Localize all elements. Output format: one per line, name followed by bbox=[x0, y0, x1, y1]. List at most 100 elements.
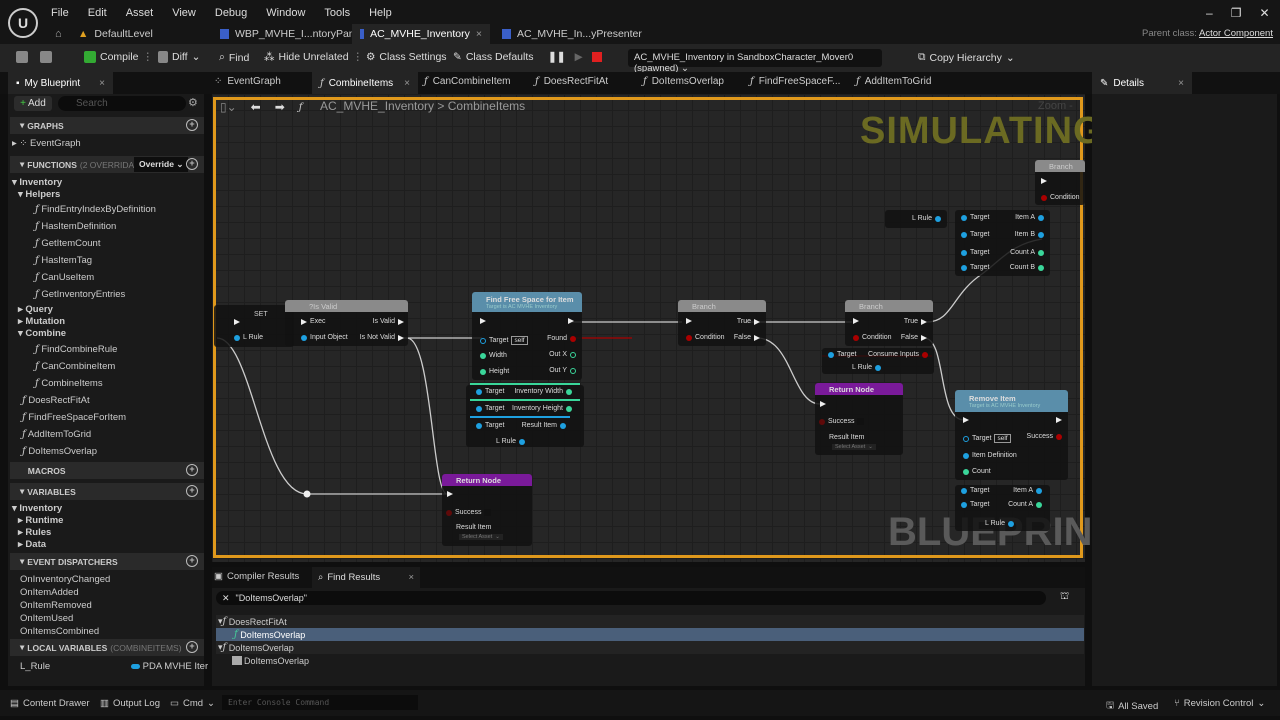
var-category-data[interactable]: ▸ Data bbox=[18, 539, 47, 550]
function-item[interactable]: ƒ GetItemCount bbox=[35, 238, 101, 249]
section-event-dispatchers[interactable]: ▾ EVENT DISPATCHERS+ bbox=[10, 553, 204, 570]
unreal-logo-icon[interactable]: U bbox=[8, 8, 38, 38]
doc-tab-presenter[interactable]: AC_MVHE_In...yPresenter bbox=[494, 24, 650, 44]
menu-view[interactable]: View bbox=[172, 7, 196, 19]
find-input[interactable]: ✕"DoItemsOverlap" bbox=[216, 591, 1046, 605]
section-macros[interactable]: MACROS+ bbox=[10, 462, 204, 479]
result-row-selected[interactable]: ƒ DoItemsOverlap bbox=[216, 628, 1084, 641]
menu-tools[interactable]: Tools bbox=[324, 7, 351, 19]
return-node[interactable]: Return Node Success Result Item Select A… bbox=[442, 474, 532, 546]
find-button[interactable]: ⌕Find bbox=[219, 51, 249, 64]
copy-hierarchy-button[interactable]: ⧉Copy Hierarchy⌄ bbox=[918, 51, 1015, 64]
function-item[interactable]: ƒ HasItemDefinition bbox=[35, 221, 117, 232]
section-variables[interactable]: ▾ VARIABLES+ bbox=[10, 483, 204, 500]
branch-node[interactable]: Branch True Condition False bbox=[678, 300, 766, 346]
is-valid-node[interactable]: ? Is Valid Exec Input Object Is Valid Is… bbox=[285, 300, 408, 346]
doc-tab-default-level[interactable]: ▲DefaultLevel bbox=[70, 24, 161, 44]
category-mutation[interactable]: ▸ Mutation bbox=[18, 316, 65, 327]
back-arrow-icon[interactable]: ⬅ bbox=[250, 100, 261, 114]
breadcrumb-owner[interactable]: AC_MVHE_Inventory bbox=[320, 99, 435, 113]
function-item[interactable]: ƒ FindCombineRule bbox=[35, 344, 118, 355]
tab-find-results[interactable]: ⌕Find Results× bbox=[312, 567, 420, 588]
add-local-icon[interactable]: + bbox=[186, 641, 198, 653]
dispatcher-item[interactable]: OnItemAdded bbox=[20, 587, 79, 598]
close-window-icon[interactable]: ✕ bbox=[1259, 6, 1270, 20]
var-category-runtime[interactable]: ▸ Runtime bbox=[18, 515, 64, 526]
category-combine[interactable]: ▾ Combine bbox=[18, 328, 67, 339]
stop-icon[interactable] bbox=[591, 52, 602, 62]
add-function-icon[interactable]: + bbox=[186, 158, 198, 170]
success-checkbox[interactable] bbox=[857, 418, 865, 425]
home-icon[interactable]: ⌂ bbox=[55, 28, 62, 40]
function-item[interactable]: ƒ CanUseItem bbox=[35, 272, 95, 283]
doc-tab-wbp[interactable]: WBP_MVHE_I...ntoryPanel bbox=[212, 24, 371, 44]
gear-icon[interactable]: ⚙ bbox=[188, 97, 198, 109]
pause-icon[interactable]: ❚❚ bbox=[548, 51, 566, 63]
add-graph-icon[interactable]: + bbox=[186, 119, 198, 131]
add-dispatcher-icon[interactable]: + bbox=[186, 555, 198, 567]
category-inventory[interactable]: ▾ Inventory bbox=[12, 177, 63, 188]
doc-tab-ac-inventory[interactable]: AC_MVHE_Inventory× bbox=[352, 24, 490, 44]
function-item[interactable]: ƒ DoItemsOverlap bbox=[22, 446, 97, 457]
return-node[interactable]: Return Node Success Result Item Select A… bbox=[815, 383, 903, 455]
function-item[interactable]: ƒ GetInventoryEntries bbox=[35, 289, 126, 300]
result-row[interactable]: ▾ ƒ DoItemsOverlap bbox=[216, 641, 1084, 654]
tab-details[interactable]: ✎Details× bbox=[1092, 72, 1192, 94]
consume-inputs-node[interactable]: Target Consume Inputs L Rule bbox=[822, 348, 934, 374]
add-button[interactable]: +Add bbox=[14, 96, 52, 111]
tab-compiler-results[interactable]: ▣Compiler Results bbox=[214, 571, 299, 582]
getter-nodes-inventory[interactable]: Target Inventory Width Target Inventory … bbox=[466, 383, 584, 447]
add-variable-icon[interactable]: + bbox=[186, 485, 198, 497]
var-category-inventory[interactable]: ▾ Inventory bbox=[12, 503, 63, 514]
dispatcher-item[interactable]: OnItemRemoved bbox=[20, 600, 92, 611]
tab-eventgraph[interactable]: ⁘EventGraph bbox=[214, 76, 281, 87]
menu-edit[interactable]: Edit bbox=[87, 7, 107, 19]
function-item[interactable]: ƒ AddItemToGrid bbox=[22, 429, 92, 440]
menu-asset[interactable]: Asset bbox=[125, 7, 154, 19]
set-node[interactable]: SET L Rule bbox=[214, 305, 294, 347]
content-drawer-button[interactable]: ▤Content Drawer bbox=[10, 698, 90, 709]
diff-button[interactable]: Diff⌄ bbox=[158, 51, 200, 63]
local-var-name[interactable]: L_Rule bbox=[20, 661, 51, 672]
minimize-icon[interactable]: – bbox=[1206, 6, 1213, 20]
category-query[interactable]: ▸ Query bbox=[18, 304, 53, 315]
close-icon[interactable]: × bbox=[99, 77, 105, 89]
category-helpers[interactable]: ▾ Helpers bbox=[18, 189, 61, 200]
close-icon[interactable]: × bbox=[475, 28, 482, 40]
function-item[interactable]: ƒ HasItemTag bbox=[35, 255, 93, 266]
graph-item-eventgraph[interactable]: ▸ ⁘ EventGraph bbox=[12, 138, 81, 149]
function-item[interactable]: ƒ FindFreeSpaceForItem bbox=[22, 412, 127, 423]
function-item[interactable]: ƒ FindEntryIndexByDefinition bbox=[35, 204, 156, 215]
menu-debug[interactable]: Debug bbox=[214, 7, 248, 19]
add-macro-icon[interactable]: + bbox=[186, 464, 198, 476]
getter-nodes-rule[interactable]: Target Item A Target Count A L Rule bbox=[955, 485, 1050, 531]
branch-node[interactable]: Branch Condition bbox=[1035, 160, 1085, 205]
close-icon[interactable]: × bbox=[404, 77, 410, 89]
close-icon[interactable]: × bbox=[408, 572, 414, 583]
result-row[interactable]: DoItemsOverlap bbox=[216, 654, 1084, 667]
var-category-rules[interactable]: ▸ Rules bbox=[18, 527, 52, 538]
save-icon[interactable] bbox=[16, 51, 28, 63]
revision-control-button[interactable]: ⑂Revision Control⌄ bbox=[1174, 698, 1266, 709]
l-rule-getter[interactable]: L Rule bbox=[885, 210, 947, 228]
result-row[interactable]: ▾ ƒ DoesRectFitAt bbox=[216, 615, 1084, 628]
select-asset-dropdown[interactable]: Select Asset⌄ bbox=[832, 444, 876, 450]
getter-nodes-rule-fields[interactable]: Target Item A Target Item B Target Count… bbox=[955, 210, 1050, 276]
function-item[interactable]: ƒ CombineItems bbox=[35, 378, 103, 389]
forward-arrow-icon[interactable]: ➡ bbox=[274, 100, 285, 114]
menu-help[interactable]: Help bbox=[369, 7, 392, 19]
tab-my-blueprint[interactable]: ▪My Blueprint× bbox=[8, 72, 113, 94]
find-in-all-icon[interactable]: ⛫ bbox=[1060, 591, 1070, 602]
function-item[interactable]: ƒ DoesRectFitAt bbox=[22, 395, 90, 406]
section-functions[interactable]: ▾ FUNCTIONS(2 OVERRIDABLE)Override ⌄+ bbox=[10, 156, 204, 173]
section-graphs[interactable]: ▾ GRAPHS+ bbox=[10, 117, 204, 134]
console-input[interactable]: Enter Console Command bbox=[222, 695, 418, 710]
